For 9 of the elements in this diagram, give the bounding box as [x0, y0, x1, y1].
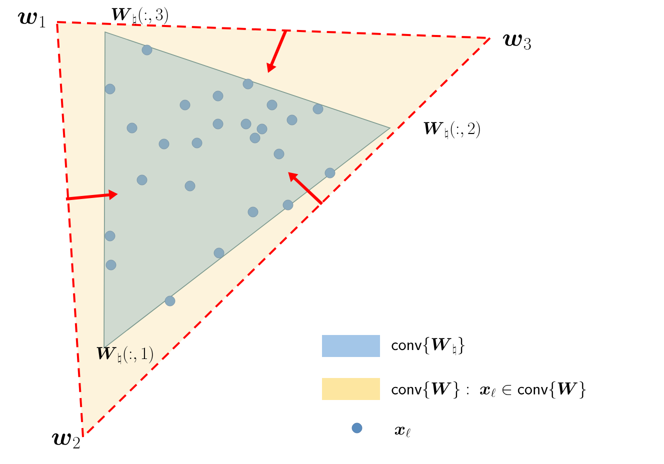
vertex-label: $\boldsymbol{W}_{\natural}(:,2)$ [424, 121, 480, 140]
vertex-label: $\boldsymbol{W}_{\natural}(:,3)$ [112, 7, 168, 26]
legend-label: $\boldsymbol{x}_{\ell}$ [394, 426, 410, 438]
legend-label: $\mathsf{conv}\{\boldsymbol{W}_{\natural}\}$ [392, 337, 465, 356]
vertex-label: $\boldsymbol{w}_1$ [18, 12, 46, 28]
legend-label: $\mathsf{conv}\{\boldsymbol{W}\}:\ \boldsymbol{x}_{\ell}\in\mathsf{conv}\{\boldsymbol{W}\}$ [392, 381, 586, 399]
vertex-label: $\boldsymbol{W}_{\natural}(:,1)$ [96, 346, 153, 364]
vertex-label: $\boldsymbol{w}_2$ [52, 433, 80, 448]
vertex-label: $\boldsymbol{w}_3$ [502, 34, 531, 50]
